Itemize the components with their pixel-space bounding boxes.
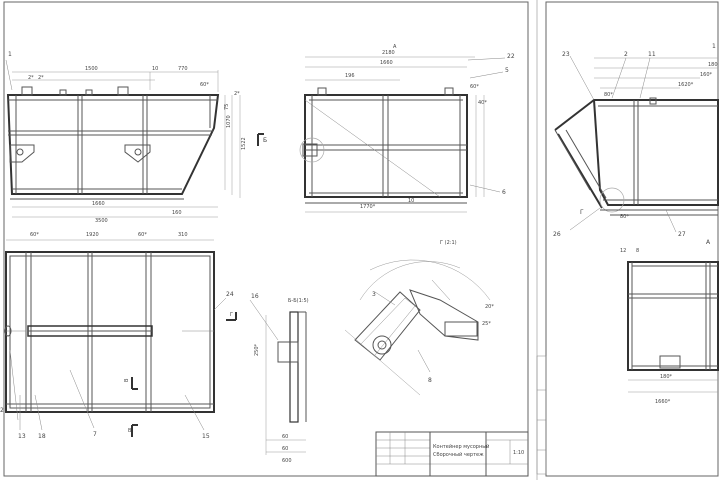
svg-text:1620*: 1620* (678, 82, 694, 88)
svg-text:2: 2 (0, 407, 4, 414)
svg-text:Г: Г (230, 312, 233, 318)
svg-text:Г: Г (580, 209, 584, 216)
svg-text:22: 22 (507, 53, 515, 60)
svg-text:7: 7 (93, 431, 97, 438)
svg-text:Г (2:1): Г (2:1) (440, 240, 457, 246)
svg-text:10: 10 (152, 66, 158, 72)
svg-text:160*: 160* (700, 72, 713, 78)
front-view-left: А 2180 1660 196 22 5 60* 40* 1770* 10 6 (299, 44, 515, 213)
svg-text:6: 6 (502, 189, 506, 196)
svg-text:15: 15 (202, 433, 210, 440)
svg-text:8: 8 (428, 377, 432, 384)
svg-text:1522: 1522 (241, 137, 247, 150)
right-sheet-frame (545, 1, 719, 477)
svg-text:Б-Б(1:5): Б-Б(1:5) (288, 298, 309, 304)
svg-text:25*: 25* (482, 321, 491, 327)
side-view-right: 180 160* 1620* 80* 23 2 11 1 26 Г 27 80*… (553, 43, 719, 246)
svg-text:1660*: 1660* (655, 399, 671, 405)
svg-text:А: А (393, 44, 397, 50)
right-sheet-margin-strip (536, 355, 547, 475)
svg-text:60*: 60* (200, 82, 209, 88)
svg-text:Б: Б (263, 137, 267, 144)
svg-text:180*: 180* (660, 374, 673, 380)
svg-text:60: 60 (282, 446, 288, 452)
svg-text:1770*: 1770* (360, 204, 376, 210)
svg-text:3500: 3500 (95, 218, 108, 224)
left-sheet-frame (3, 1, 529, 477)
svg-text:12: 12 (620, 248, 626, 254)
svg-text:В: В (128, 428, 132, 434)
svg-text:2: 2 (624, 51, 628, 58)
svg-text:60*: 60* (470, 84, 479, 90)
svg-text:1500: 1500 (85, 66, 98, 72)
svg-text:23: 23 (562, 51, 570, 58)
svg-text:24: 24 (226, 291, 234, 298)
svg-text:2*: 2* (38, 75, 44, 81)
svg-text:80*: 80* (620, 214, 629, 220)
svg-text:26: 26 (553, 231, 561, 238)
svg-text:Контейнер мусорный: Контейнер мусорный (433, 443, 489, 450)
svg-text:13: 13 (18, 433, 26, 440)
svg-text:40*: 40* (478, 100, 487, 106)
svg-text:1: 1 (8, 51, 12, 58)
svg-text:Сборочный чертеж: Сборочный чертеж (433, 451, 484, 458)
svg-text:А: А (706, 239, 711, 246)
svg-text:60*: 60* (30, 232, 39, 238)
svg-text:10: 10 (408, 198, 414, 204)
svg-text:60*: 60* (138, 232, 147, 238)
svg-text:196: 196 (345, 73, 355, 79)
svg-text:2*: 2* (28, 75, 34, 81)
svg-text:1660: 1660 (92, 201, 105, 207)
svg-text:5: 5 (505, 67, 509, 74)
svg-text:2*: 2* (234, 91, 240, 97)
title-block: Контейнер мусорный Сборочный чертеж 1:10 (375, 431, 529, 477)
svg-text:75: 75 (224, 104, 230, 110)
svg-text:1660: 1660 (380, 60, 393, 66)
svg-text:20*: 20* (485, 304, 494, 310)
svg-text:80*: 80* (604, 92, 613, 98)
svg-text:3: 3 (372, 291, 376, 298)
svg-text:1920: 1920 (86, 232, 99, 238)
detail-g: Г (2:1) 3 8 20* 25* (344, 240, 494, 396)
plan-view-right: 12 8 180* 1660* (620, 248, 719, 405)
svg-text:В: В (124, 378, 130, 382)
svg-text:18: 18 (38, 433, 46, 440)
svg-text:11: 11 (648, 51, 656, 58)
svg-text:8: 8 (636, 248, 639, 254)
svg-text:250*: 250* (254, 343, 260, 356)
svg-text:1: 1 (712, 43, 716, 50)
svg-text:27: 27 (678, 231, 686, 238)
svg-text:16: 16 (251, 293, 259, 300)
svg-text:310: 310 (178, 232, 188, 238)
svg-text:180: 180 (708, 62, 718, 68)
section-bb: Б-Б(1:5) 16 250* 60 60 600 (249, 293, 309, 464)
svg-text:160: 160 (172, 210, 182, 216)
svg-text:1070: 1070 (226, 115, 232, 128)
side-view-left: 2* 2* 1500 10 770 60* 75 1070 1522 2* 16… (5, 51, 267, 224)
svg-text:1:10: 1:10 (513, 450, 524, 456)
top-view-left: 60* 1920 60* 310 2 13 18 7 15 24 В В Г (0, 232, 237, 440)
svg-text:60: 60 (282, 434, 288, 440)
svg-text:600: 600 (282, 458, 292, 464)
svg-text:770: 770 (178, 66, 188, 72)
svg-text:2180: 2180 (382, 50, 395, 56)
